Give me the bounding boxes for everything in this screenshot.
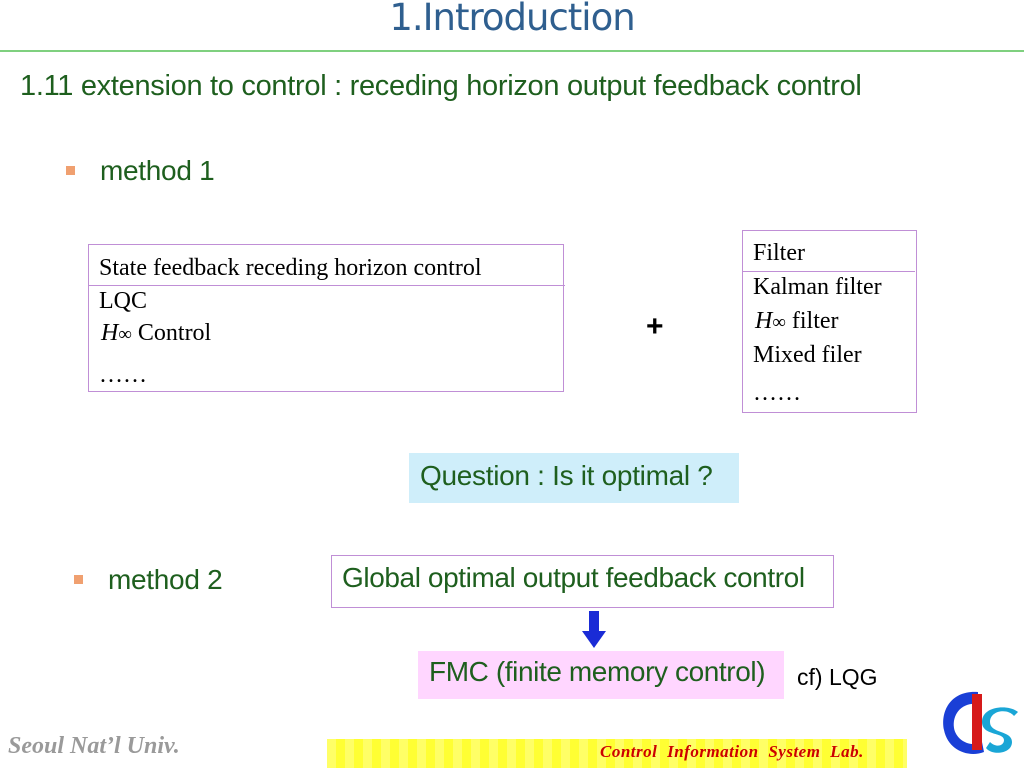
state-feedback-item-lqc: LQC: [99, 288, 147, 314]
cf-lqg-text: cf) LQG: [797, 664, 878, 690]
footer-bar: [327, 739, 907, 768]
fmc-box: [418, 651, 784, 699]
hinf-control-label: Control: [137, 320, 212, 346]
global-optimal-box: [331, 555, 834, 608]
method1-label: method 1: [100, 155, 215, 186]
footer-university: Seoul Nat’l Univ.: [8, 733, 180, 759]
filter-item-mixed: Mixed filer: [753, 342, 862, 368]
section-subtitle: 1.11 extension to control : receding hor…: [20, 70, 862, 102]
filter-box-divider: [743, 271, 915, 272]
bullet-square-icon: [66, 166, 75, 175]
footer-lab-name: Control Information System Lab.: [600, 742, 864, 761]
bullet-square-icon: [74, 575, 83, 584]
global-optimal-text: Global optimal output feedback control: [342, 562, 805, 593]
infinity-subscript: ∞: [118, 324, 132, 345]
down-arrow-icon: [582, 611, 606, 648]
filter-item-kalman: Kalman filter: [753, 274, 882, 300]
method2-label: method 2: [108, 564, 223, 595]
fmc-text: FMC (finite memory control): [429, 656, 766, 687]
h-infinity-symbol: H: [101, 320, 119, 346]
hinf-filter-label: filter: [791, 308, 839, 334]
state-feedback-box-divider: [89, 285, 565, 286]
filter-item-ellipsis: ……: [753, 380, 801, 406]
question-box: [409, 453, 739, 503]
plus-sign: +: [646, 310, 664, 343]
filter-item-hinf: H∞ filter: [755, 308, 839, 335]
state-feedback-item-hinf: H∞ Control: [101, 320, 211, 347]
infinity-subscript: ∞: [772, 312, 786, 333]
filter-header: Filter: [753, 240, 805, 266]
state-feedback-box: [88, 244, 564, 392]
page-title: 1.Introduction: [389, 0, 635, 39]
cis-lab-logo-icon: [940, 691, 1020, 764]
question-text: Question : Is it optimal ?: [420, 460, 713, 491]
state-feedback-header: State feedback receding horizon control: [99, 255, 482, 281]
h-infinity-symbol: H: [755, 308, 773, 334]
title-divider: [0, 50, 1024, 52]
filter-box: [742, 230, 917, 413]
state-feedback-item-ellipsis: ……: [99, 362, 147, 388]
